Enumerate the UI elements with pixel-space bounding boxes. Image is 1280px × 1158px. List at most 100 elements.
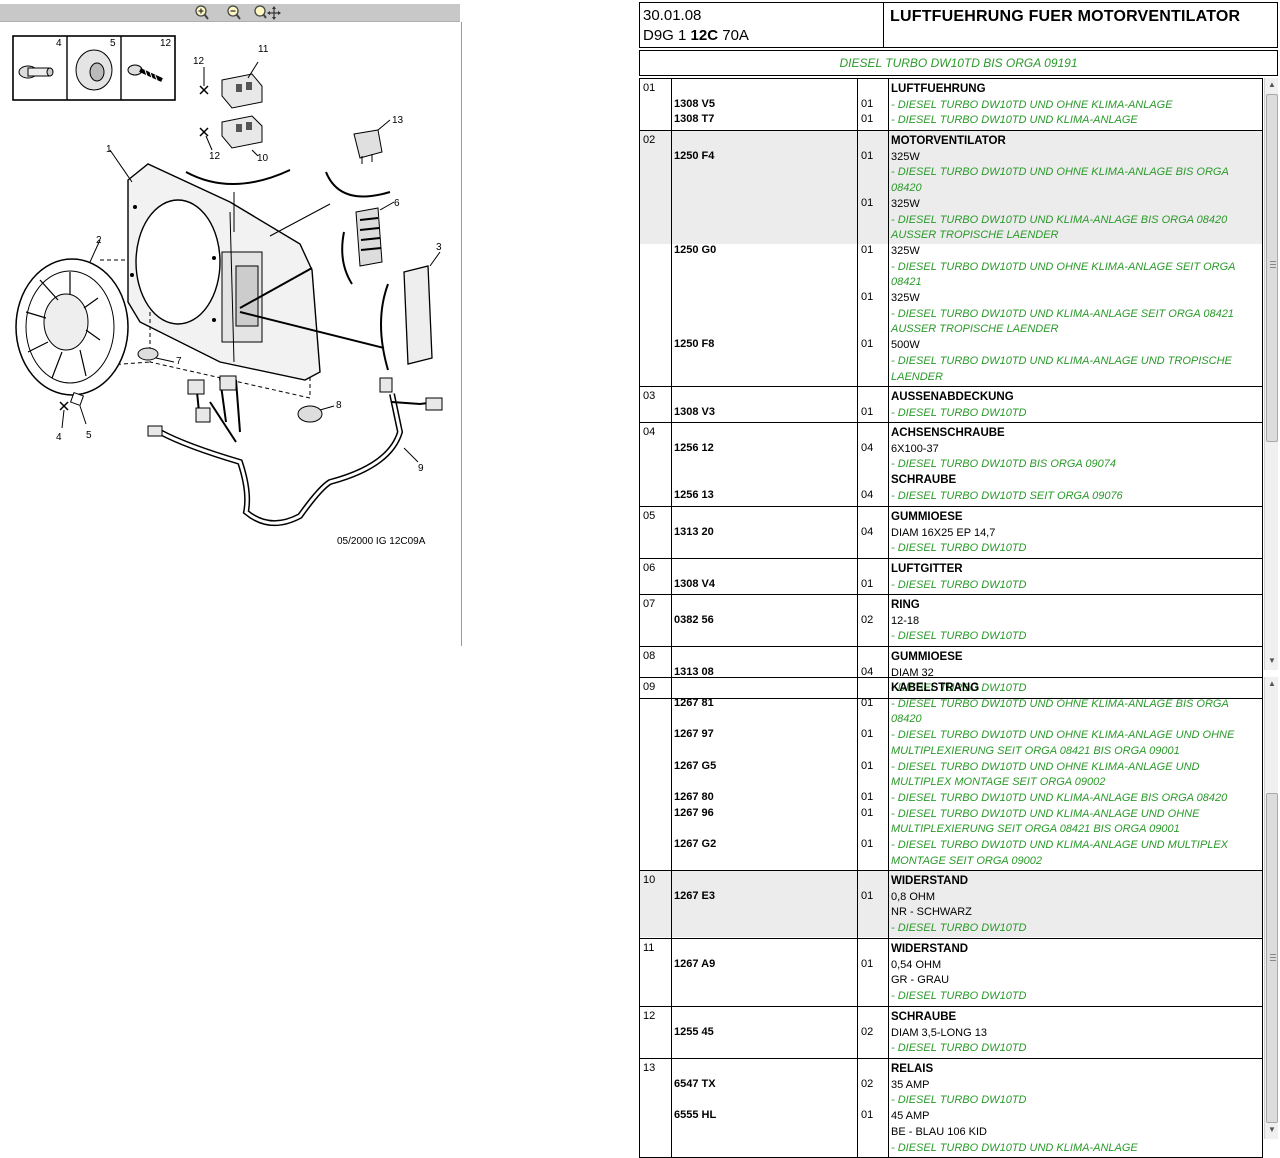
application-note: MULTIPLEX MONTAGE SEIT ORGA 09002	[891, 776, 1106, 789]
scroll-thumb[interactable]	[1266, 793, 1278, 1123]
column-divider	[888, 423, 889, 506]
application-note: - DIESEL TURBO DW10TD UND KLIMA-ANLAGE U…	[891, 807, 1200, 820]
callout-6: 6	[394, 198, 400, 209]
part-name: WIDERSTAND	[891, 943, 969, 955]
part-spec: DIAM 3,5-LONG 13	[891, 1026, 987, 1039]
part-reference[interactable]: 1267 G5	[674, 759, 717, 772]
connector-10	[221, 115, 263, 157]
part-name: LUFTFUEHRUNG	[891, 83, 986, 95]
part-reference[interactable]: 1255 45	[674, 1025, 714, 1038]
column-divider	[857, 387, 858, 422]
part-name: SCHRAUBE	[891, 1011, 957, 1023]
part-reference[interactable]: 1267 80	[674, 790, 714, 803]
row-shade	[640, 871, 1262, 937]
callout-11: 11	[258, 44, 269, 55]
part-reference[interactable]: 6547 TX	[674, 1077, 716, 1090]
part-spec: 325W	[891, 292, 920, 304]
part-spec: 35 AMP	[891, 1078, 930, 1091]
zoom-in-icon[interactable]	[193, 5, 211, 21]
part-reference[interactable]: 1267 E3	[674, 889, 715, 902]
part-reference[interactable]: 1308 T7	[674, 113, 715, 126]
part-reference[interactable]: 1250 G0	[674, 243, 717, 256]
part-spec: 325W	[891, 197, 920, 210]
column-divider	[671, 595, 672, 646]
part-name: RING	[891, 599, 920, 611]
position-number: 06	[643, 562, 656, 574]
part-reference[interactable]: 1250 F4	[674, 149, 715, 162]
position-number: 07	[643, 598, 656, 610]
column-divider	[857, 678, 858, 870]
parts-table-top: 01 LUFTFUEHRUNG - DIESEL TURBO DW10TD UND …	[639, 78, 1263, 699]
part-reference[interactable]: 0382 56	[674, 613, 714, 626]
part-reference[interactable]: 1267 A9	[674, 957, 716, 970]
connector-11	[221, 61, 263, 109]
scrollbar-top[interactable]: ▲ ▼	[1264, 78, 1278, 670]
part-spec: BE - BLAU 106 KID	[891, 1125, 987, 1138]
column-divider	[888, 939, 889, 1006]
column-divider	[671, 79, 672, 130]
column-divider	[857, 559, 858, 594]
application-note: - DIESEL TURBO DW10TD	[891, 542, 1027, 555]
part-reference[interactable]: 1308 V3	[674, 405, 715, 418]
application-note: - DIESEL TURBO DW10TD UND KLIMA-ANLAGE S…	[891, 307, 1234, 320]
application-note: MULTIPLEXIERUNG SEIT ORGA 08421 BIS ORGA…	[891, 744, 1180, 757]
column-divider	[857, 647, 858, 698]
quantity: 01	[861, 291, 874, 303]
part-spec: NR - SCHWARZ	[891, 906, 972, 919]
part-reference[interactable]: 1267 96	[674, 806, 714, 819]
part-reference[interactable]: 1256 12	[674, 441, 714, 454]
application-note: - DIESEL TURBO DW10TD UND KLIMA-ANLAGE U…	[891, 839, 1228, 851]
application-note: - DIESEL TURBO DW10TD UND OHNE KLIMA-ANL…	[891, 166, 1229, 179]
part-name: GUMMIOESE	[891, 511, 963, 523]
scrollbar-bottom[interactable]: ▲ ▼	[1264, 677, 1278, 1139]
callout-12c: 12	[209, 151, 221, 162]
scroll-down-icon[interactable]: ▼	[1268, 1125, 1276, 1134]
quantity: 01	[861, 1109, 874, 1122]
part-spec: 0,54 OHM	[891, 958, 942, 971]
callout-13: 13	[392, 115, 404, 126]
application-note: 08420	[891, 182, 922, 195]
part-reference[interactable]: 1250 F8	[674, 338, 715, 351]
zoom-out-icon[interactable]	[225, 5, 243, 21]
scroll-up-icon[interactable]: ▲	[1268, 679, 1276, 688]
row-shade	[640, 131, 1262, 244]
part-reference[interactable]: 1256 13	[674, 488, 714, 501]
application-note: - DIESEL TURBO DW10TD	[891, 682, 1027, 695]
part-name: SCHRAUBE	[891, 474, 957, 487]
part-reference[interactable]: 1308 V5	[674, 97, 715, 110]
column-divider	[671, 507, 672, 558]
part-spec: DIAM 32	[891, 666, 934, 679]
part-reference[interactable]: 6555 HL	[674, 1109, 717, 1122]
column-divider	[671, 871, 672, 938]
column-divider	[857, 595, 858, 646]
application-note: - DIESEL TURBO DW10TD	[891, 1042, 1027, 1055]
callout-4: 4	[56, 38, 62, 49]
scroll-up-icon[interactable]: ▲	[1268, 80, 1276, 89]
part-reference[interactable]: 1308 V4	[674, 577, 715, 590]
part-reference[interactable]: 1313 20	[674, 525, 714, 538]
part-reference[interactable]: 1267 97	[674, 728, 714, 741]
scroll-thumb[interactable]	[1266, 94, 1278, 442]
zoom-pan-icon[interactable]	[253, 5, 281, 21]
column-divider	[888, 387, 889, 422]
quantity: 02	[861, 1025, 874, 1038]
part-reference[interactable]: 1313 08	[674, 665, 714, 678]
part-reference[interactable]: 1267 G2	[674, 838, 717, 850]
part-reference[interactable]: 1267 81	[674, 696, 714, 709]
quantity: 02	[861, 613, 874, 626]
scroll-down-icon[interactable]: ▼	[1268, 656, 1276, 665]
application-note: AUSSER TROPISCHE LAENDER	[891, 323, 1059, 336]
